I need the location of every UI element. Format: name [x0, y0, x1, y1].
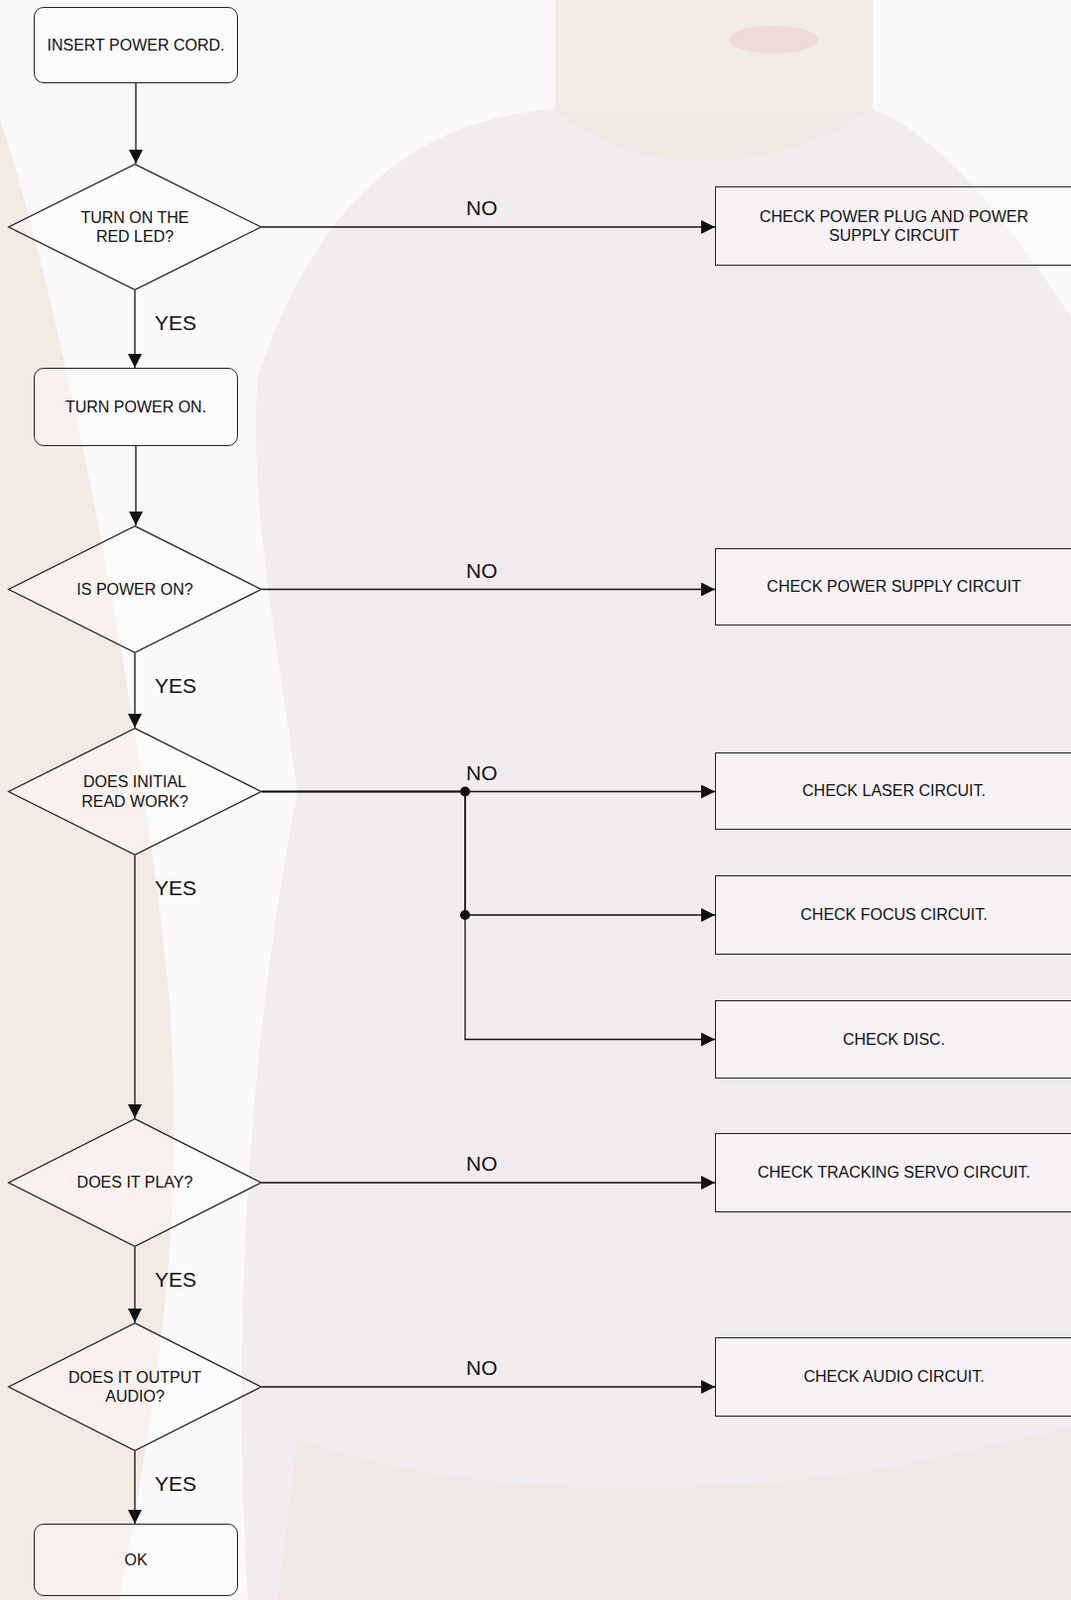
edge-label: YES [154, 1269, 197, 1291]
edge-label: NO [466, 1153, 498, 1175]
flow-arrow [133, 1451, 135, 1525]
terminal-box: TURN POWER ON. [33, 367, 238, 447]
terminal-box: OK [33, 1524, 238, 1597]
diamond-outline [7, 163, 262, 291]
node-text: CHECK POWER PLUG AND POWER SUPPLY CIRCUI… [750, 207, 1039, 245]
diamond-outline [8, 164, 262, 291]
edge-label: NO [466, 197, 498, 219]
process-box: CHECK POWER PLUG AND POWER SUPPLY CIRCUI… [714, 186, 1071, 266]
node-text: INSERT POWER CORD. [47, 35, 226, 55]
shirt-shape [241, 109, 1071, 1600]
node-text: CHECK LASER CIRCUIT. [802, 781, 986, 801]
diamond-outline [7, 1322, 262, 1452]
edge-label: NO [466, 560, 498, 582]
edge-label: YES [154, 877, 197, 899]
diamond-outline [8, 1323, 262, 1452]
diamond-outline [8, 728, 262, 856]
diamond-outline [8, 526, 262, 654]
node-text: CHECK FOCUS CIRCUIT. [800, 905, 987, 925]
flow-arrow [133, 290, 135, 368]
lips-shape [728, 25, 819, 54]
flow-arrow [261, 792, 715, 917]
decision-diamond: DOES INITIAL READ WORK? [7, 727, 262, 856]
edge-label: NO [466, 762, 498, 784]
process-box: CHECK LASER CIRCUIT. [714, 752, 1071, 831]
edge-label: NO [466, 1357, 498, 1379]
flow-arrow [133, 653, 135, 728]
waist-shape [277, 1428, 1071, 1600]
terminal-box: INSERT POWER CORD. [33, 6, 238, 84]
node-text: CHECK DISC. [842, 1030, 946, 1050]
decision-diamond: DOES IT PLAY? [7, 1118, 262, 1248]
flow-arrow [261, 792, 715, 1041]
neck-shape [555, 0, 873, 162]
flow-arrow [261, 589, 715, 591]
node-text: DOES IT PLAY? [77, 1173, 194, 1192]
process-box: CHECK POWER SUPPLY CIRCUIT [714, 548, 1071, 626]
node-text: OK [123, 1550, 147, 1570]
edge-label: YES [154, 1473, 197, 1495]
node-text: CHECK TRACKING SERVO CIRCUIT. [757, 1163, 1031, 1183]
diamond-outline [7, 727, 262, 856]
node-text: CHECK AUDIO CIRCUIT. [803, 1367, 984, 1387]
edge-label: YES [154, 675, 197, 697]
decision-diamond: DOES IT OUTPUT AUDIO? [7, 1322, 262, 1452]
flow-arrow [134, 446, 136, 526]
flow-arrow [133, 855, 135, 1119]
flow-arrow [261, 226, 715, 228]
node-text: TURN ON THE RED LED? [73, 208, 198, 246]
node-text: IS POWER ON? [76, 580, 193, 599]
process-box: CHECK FOCUS CIRCUIT. [714, 875, 1071, 955]
decision-diamond: IS POWER ON? [7, 525, 262, 654]
edge-label: YES [154, 312, 197, 334]
flow-arrow [261, 1386, 715, 1388]
process-box: CHECK DISC. [714, 1000, 1071, 1079]
flow-arrow [133, 1247, 135, 1323]
node-text: DOES IT OUTPUT AUDIO? [60, 1368, 210, 1407]
flow-arrow [261, 1182, 715, 1184]
process-box: CHECK AUDIO CIRCUIT. [714, 1337, 1071, 1418]
decision-diamond: TURN ON THE RED LED? [7, 163, 262, 291]
node-text: TURN POWER ON. [65, 397, 207, 417]
node-text: DOES INITIAL READ WORK? [71, 772, 199, 811]
node-text: CHECK POWER SUPPLY CIRCUIT [766, 577, 1021, 596]
diamond-outline [8, 1119, 262, 1248]
flow-arrow [134, 83, 136, 164]
process-box: CHECK TRACKING SERVO CIRCUIT. [714, 1133, 1071, 1213]
